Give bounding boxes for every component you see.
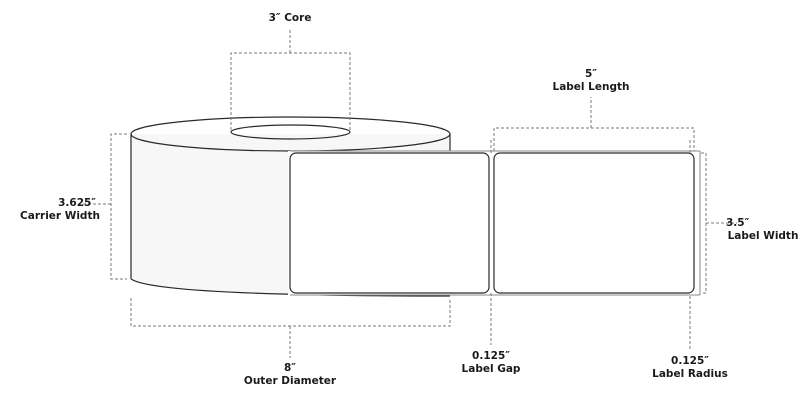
label-width-label: 3.5″ Label Width: [718, 217, 808, 243]
carrier-width-name: Carrier Width: [20, 210, 100, 222]
label-width-name: Label Width: [727, 230, 799, 242]
core-text: 3″ Core: [268, 12, 312, 24]
carrier-width-dimension-line: [82, 133, 127, 280]
outer-diameter-name: Outer Diameter: [243, 375, 337, 387]
roll-bottom-edge: [130, 278, 451, 297]
outer-diameter-label: 8″ Outer Diameter: [235, 362, 345, 388]
label-width-dimension-line: [701, 152, 737, 294]
core-label: 3″ Core: [240, 12, 340, 25]
label-2: [493, 152, 695, 294]
label-radius-value: 0.125″: [671, 355, 709, 367]
label-length-label: 5″ Label Length: [541, 68, 641, 94]
label-gap-value: 0.125″: [472, 350, 510, 362]
label-gap-name: Label Gap: [461, 363, 521, 375]
carrier-width-label: 3.625″ Carrier Width: [18, 197, 102, 223]
label-radius-name: Label Radius: [652, 368, 728, 380]
label-length-value: 5″: [585, 68, 597, 80]
roll-core-hole: [230, 124, 351, 140]
label-length-dimension-line: [493, 97, 695, 151]
label-radius-label: 0.125″ Label Radius: [648, 355, 732, 381]
label-width-value: 3.5″: [726, 217, 750, 229]
outer-diameter-value: 8″: [284, 362, 296, 374]
label-length-name: Label Length: [552, 81, 630, 93]
label-gap-label: 0.125″ Label Gap: [451, 350, 531, 376]
core-dimension-line: [230, 30, 351, 130]
label-1: [289, 152, 490, 294]
carrier-width-value: 3.625″: [58, 197, 96, 209]
outer-diameter-dimension-line: [130, 298, 451, 358]
